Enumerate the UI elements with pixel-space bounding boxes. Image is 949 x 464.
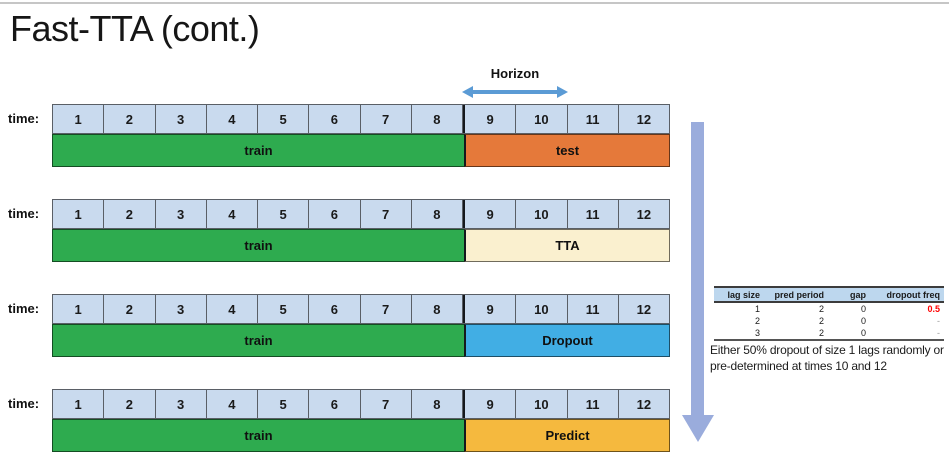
time-cell: 8	[411, 295, 463, 323]
table-header-cell: pred period	[774, 289, 824, 300]
time-cell: 4	[206, 105, 258, 133]
table-cell: 0	[860, 316, 866, 326]
arrow-shaft	[470, 90, 560, 94]
time-cell: 10	[516, 200, 568, 228]
table-header-cell: lag size	[727, 289, 760, 300]
time-cell: 4	[206, 200, 258, 228]
time-label: time:	[8, 301, 40, 316]
table-header-cell: gap	[849, 289, 866, 300]
page-title: Fast-TTA (cont.)	[10, 8, 260, 49]
time-cell: 6	[309, 105, 361, 133]
time-cell: 12	[618, 295, 669, 323]
table-cell: 0	[860, 328, 866, 338]
dropout-bar: Dropout	[464, 324, 670, 357]
time-cell: 5	[258, 295, 310, 323]
time-cell: 7	[360, 200, 412, 228]
table-cell: 3	[754, 328, 760, 338]
table-header-cell: dropout freq	[886, 289, 941, 300]
tta-bar: TTA	[464, 229, 670, 262]
time-cell: 12	[618, 390, 669, 418]
time-cell: 7	[360, 295, 412, 323]
table-cell: 2	[818, 328, 824, 338]
train-bar: train	[52, 419, 465, 452]
time-cell: 8	[411, 200, 463, 228]
time-cell: 5	[258, 390, 310, 418]
horizon-double-arrow-icon	[462, 86, 568, 98]
time-label: time:	[8, 396, 40, 411]
train-bar: train	[52, 134, 465, 167]
time-cell: 8	[411, 390, 463, 418]
arrow-right-head-icon	[557, 86, 568, 98]
table-cell: 0.5	[927, 304, 940, 314]
top-divider	[0, 2, 949, 4]
time-cell: 6	[309, 390, 361, 418]
time-cell: 7	[360, 390, 412, 418]
arrow-left-head-icon	[462, 86, 473, 98]
test-bar: test	[464, 134, 670, 167]
time-cell: 12	[618, 105, 669, 133]
flow-down-arrowhead-icon	[682, 415, 714, 442]
table-row: 2 2 0 -	[714, 315, 944, 327]
time-cell: 12	[618, 200, 669, 228]
time-cell: 10	[516, 390, 568, 418]
flow-down-arrow-icon	[691, 122, 704, 416]
time-cell: 2	[104, 295, 156, 323]
time-cell: 11	[567, 200, 619, 228]
time-cell: 1	[53, 200, 105, 228]
time-cell: 3	[155, 390, 207, 418]
time-label: time:	[8, 206, 40, 221]
table-cell: 1	[754, 304, 760, 314]
time-cell: 9	[463, 105, 517, 133]
time-cell: 11	[567, 390, 619, 418]
lag-config-table: lag size pred period gap dropout freq 1 2 0 0.5…	[714, 286, 944, 341]
time-cell: 7	[360, 105, 412, 133]
table-cell: 2	[818, 316, 824, 326]
time-cell: 1	[53, 105, 105, 133]
table-header-row: lag size pred period gap dropout freq	[714, 286, 944, 303]
table-cell: -	[937, 316, 940, 326]
train-bar: train	[52, 324, 465, 357]
train-bar: train	[52, 229, 465, 262]
table-row: 3 2 0 -	[714, 327, 944, 341]
horizon-label: Horizon	[490, 66, 540, 81]
table-cell: 2	[818, 304, 824, 314]
time-cell: 6	[309, 295, 361, 323]
time-cell: 5	[258, 105, 310, 133]
time-cell: 11	[567, 295, 619, 323]
time-cell: 4	[206, 390, 258, 418]
time-cell: 10	[516, 295, 568, 323]
dropout-caption: Either 50% dropout of size 1 lags random…	[710, 343, 944, 373]
time-cell: 3	[155, 105, 207, 133]
time-label: time:	[8, 111, 40, 126]
time-cell: 2	[104, 105, 156, 133]
time-cell: 8	[411, 105, 463, 133]
time-cell: 6	[309, 200, 361, 228]
time-cell: 9	[463, 200, 517, 228]
predict-bar: Predict	[464, 419, 670, 452]
time-cell: 1	[53, 390, 105, 418]
time-cell: 9	[463, 295, 517, 323]
table-row: 1 2 0 0.5	[714, 303, 944, 315]
time-cell: 2	[104, 390, 156, 418]
time-cell: 3	[155, 295, 207, 323]
time-cell: 4	[206, 295, 258, 323]
time-cell: 3	[155, 200, 207, 228]
time-cell: 1	[53, 295, 105, 323]
table-cell: -	[937, 328, 940, 338]
time-cell: 5	[258, 200, 310, 228]
time-cell: 9	[463, 390, 517, 418]
time-cell: 2	[104, 200, 156, 228]
time-cell: 10	[516, 105, 568, 133]
time-cell: 11	[567, 105, 619, 133]
table-cell: 2	[754, 316, 760, 326]
table-cell: 0	[860, 304, 866, 314]
